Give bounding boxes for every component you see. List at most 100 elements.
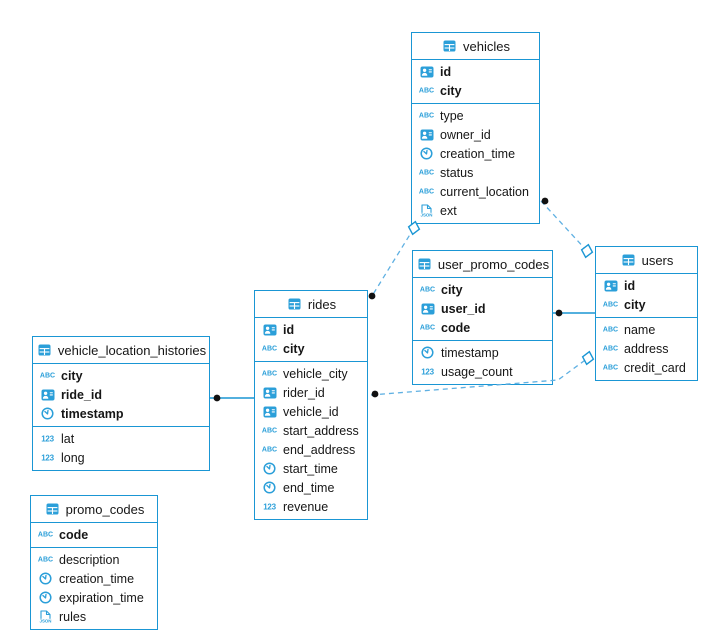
column-start_time: start_time [255,459,367,478]
column-name: revenue [283,499,329,514]
abc-icon: ABC [602,301,619,309]
id-badge-icon [418,129,435,141]
abc-icon: ABC [418,169,435,177]
column-name: description [59,552,120,567]
table-header[interactable]: users [596,247,697,274]
clock-icon [39,407,56,420]
abc-icon: ABC [37,531,54,539]
column-name: city [624,297,646,312]
column-name: name [624,322,656,337]
table-header[interactable]: vehicles [412,33,539,60]
column-name: creation_time [440,146,516,161]
clock-icon [419,346,436,359]
abc-icon: ABC [261,345,278,353]
column-name: code [59,527,89,542]
column-name: owner_id [440,127,491,142]
column-ride_id: ride_id [33,385,209,404]
column-name: end_time [283,480,335,495]
abc-icon: ABC [418,87,435,95]
column-name: city [441,282,463,297]
column-creation_time: creation_time [412,144,539,163]
relationship-diamond [581,350,595,366]
clock-icon [37,572,54,585]
column-name: vehicle_city [283,366,348,381]
abc-icon: ABC [418,188,435,196]
id-badge-icon [602,280,619,292]
relationship-vehicles-to-rides [371,227,415,297]
table-header[interactable]: user_promo_codes [413,251,552,278]
table-name: promo_codes [65,501,145,517]
json-icon: JSON [418,203,435,218]
column-name: status [440,165,474,180]
column-name: type [440,108,464,123]
column-rider_id: rider_id [255,383,367,402]
column-name: code [441,320,471,335]
relationship-dot [213,394,221,402]
abc-icon: ABC [419,286,436,294]
column-code: ABC code [31,525,157,544]
column-name: ext [440,203,457,218]
number-icon: 123 [421,367,434,376]
column-name: rules [59,609,87,624]
column-ext: JSON ext [412,201,539,220]
table-header[interactable]: vehicle_location_histories [33,337,209,364]
column-city: ABC city [596,295,697,314]
column-vehicle_id: vehicle_id [255,402,367,421]
svg-text:JSON: JSON [40,618,52,623]
column-id: id [596,276,697,295]
table-header[interactable]: promo_codes [31,496,157,523]
table-icon [36,344,53,356]
number-icon: 123 [41,453,54,462]
column-name: address [624,341,669,356]
clock-icon [37,591,54,604]
column-rules: JSON rules [31,607,157,626]
table-name: users [641,252,674,268]
column-id: id [255,320,367,339]
column-name: timestamp [61,406,124,421]
column-id: id [412,62,539,81]
column-name: expiration_time [59,590,144,605]
column-city: ABC city [413,280,552,299]
abc-icon: ABC [261,370,278,378]
relationship-dot [541,197,549,205]
relationship-dot [555,309,563,317]
column-name: id [624,278,636,293]
column-usage_count: 123 usage_count [413,362,552,381]
abc-icon: ABC [261,446,278,454]
id-badge-icon [39,389,56,401]
abc-icon: ABC [602,364,619,372]
table-header[interactable]: rides [255,291,367,318]
column-name: start_address [283,423,359,438]
json-icon: JSON [37,609,54,624]
clock-icon [418,147,435,160]
column-name: usage_count [441,364,513,379]
abc-icon: ABC [261,427,278,435]
column-expiration_time: expiration_time [31,588,157,607]
